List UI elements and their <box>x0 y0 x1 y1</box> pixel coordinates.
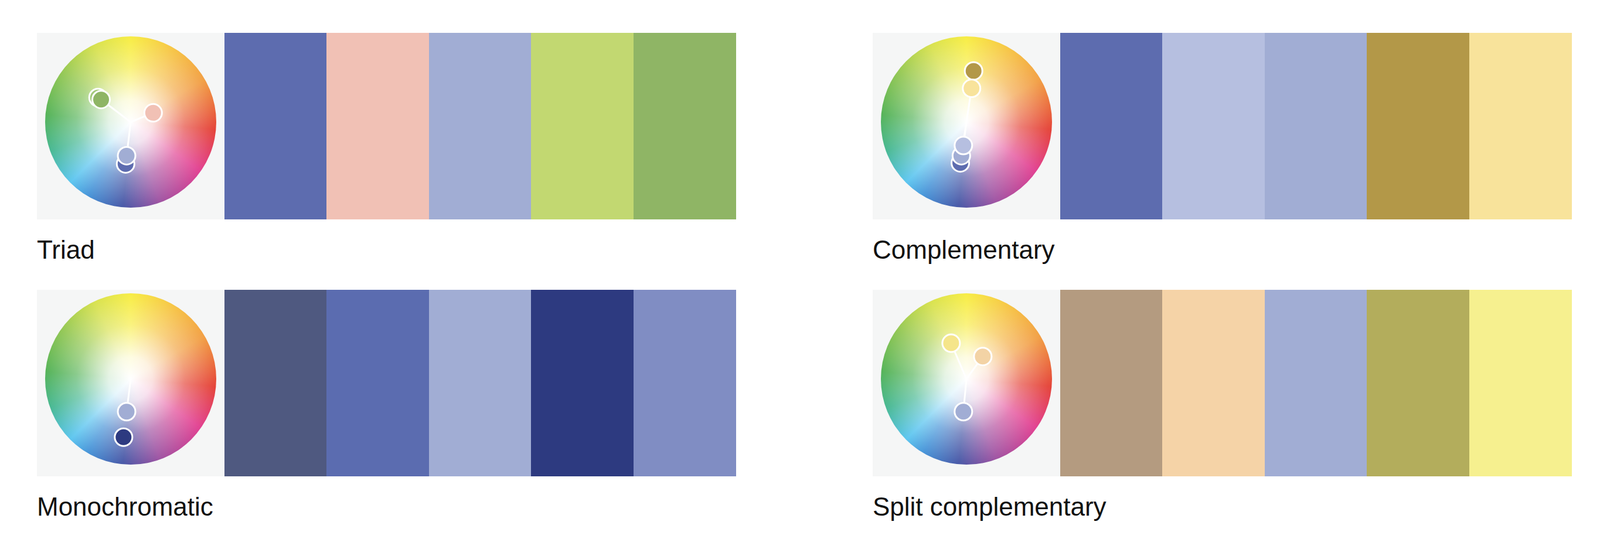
color-swatch <box>326 289 430 476</box>
scheme-label: Monochromatic <box>36 491 214 523</box>
color-swatch <box>429 289 532 476</box>
color-marker <box>942 334 960 352</box>
wheel-markers <box>36 289 225 476</box>
color-swatch <box>1060 32 1163 220</box>
color-marker <box>974 347 992 366</box>
color-marker <box>954 402 973 421</box>
scheme-label: Triad <box>36 234 95 266</box>
color-swatch <box>1469 289 1572 476</box>
color-marker <box>954 136 973 155</box>
color-swatch <box>530 289 634 476</box>
scheme-label: Split complementary <box>872 491 1107 523</box>
color-swatch <box>429 32 532 220</box>
color-swatch <box>326 32 430 220</box>
color-swatch <box>1162 289 1265 476</box>
color-swatch <box>1366 32 1470 220</box>
color-marker <box>117 146 136 165</box>
scheme-label: Complementary <box>872 234 1055 266</box>
color-marker <box>964 62 983 80</box>
wheel-markers <box>872 32 1061 220</box>
color-swatch <box>1264 289 1368 476</box>
color-swatch <box>224 289 328 476</box>
color-swatch <box>1162 32 1265 220</box>
color-swatch <box>1366 289 1470 476</box>
color-swatch <box>1264 32 1368 220</box>
color-marker <box>962 79 981 98</box>
color-swatch <box>633 32 737 220</box>
wheel-markers <box>872 289 1061 476</box>
color-swatch <box>1060 289 1163 476</box>
color-swatch <box>224 32 328 220</box>
color-swatch <box>1469 32 1572 220</box>
color-marker <box>117 402 136 421</box>
wheel-markers <box>36 32 225 220</box>
color-marker <box>144 103 162 122</box>
color-swatch <box>633 289 737 476</box>
color-marker <box>114 427 133 446</box>
color-marker <box>92 90 111 109</box>
color-swatch <box>530 32 634 220</box>
